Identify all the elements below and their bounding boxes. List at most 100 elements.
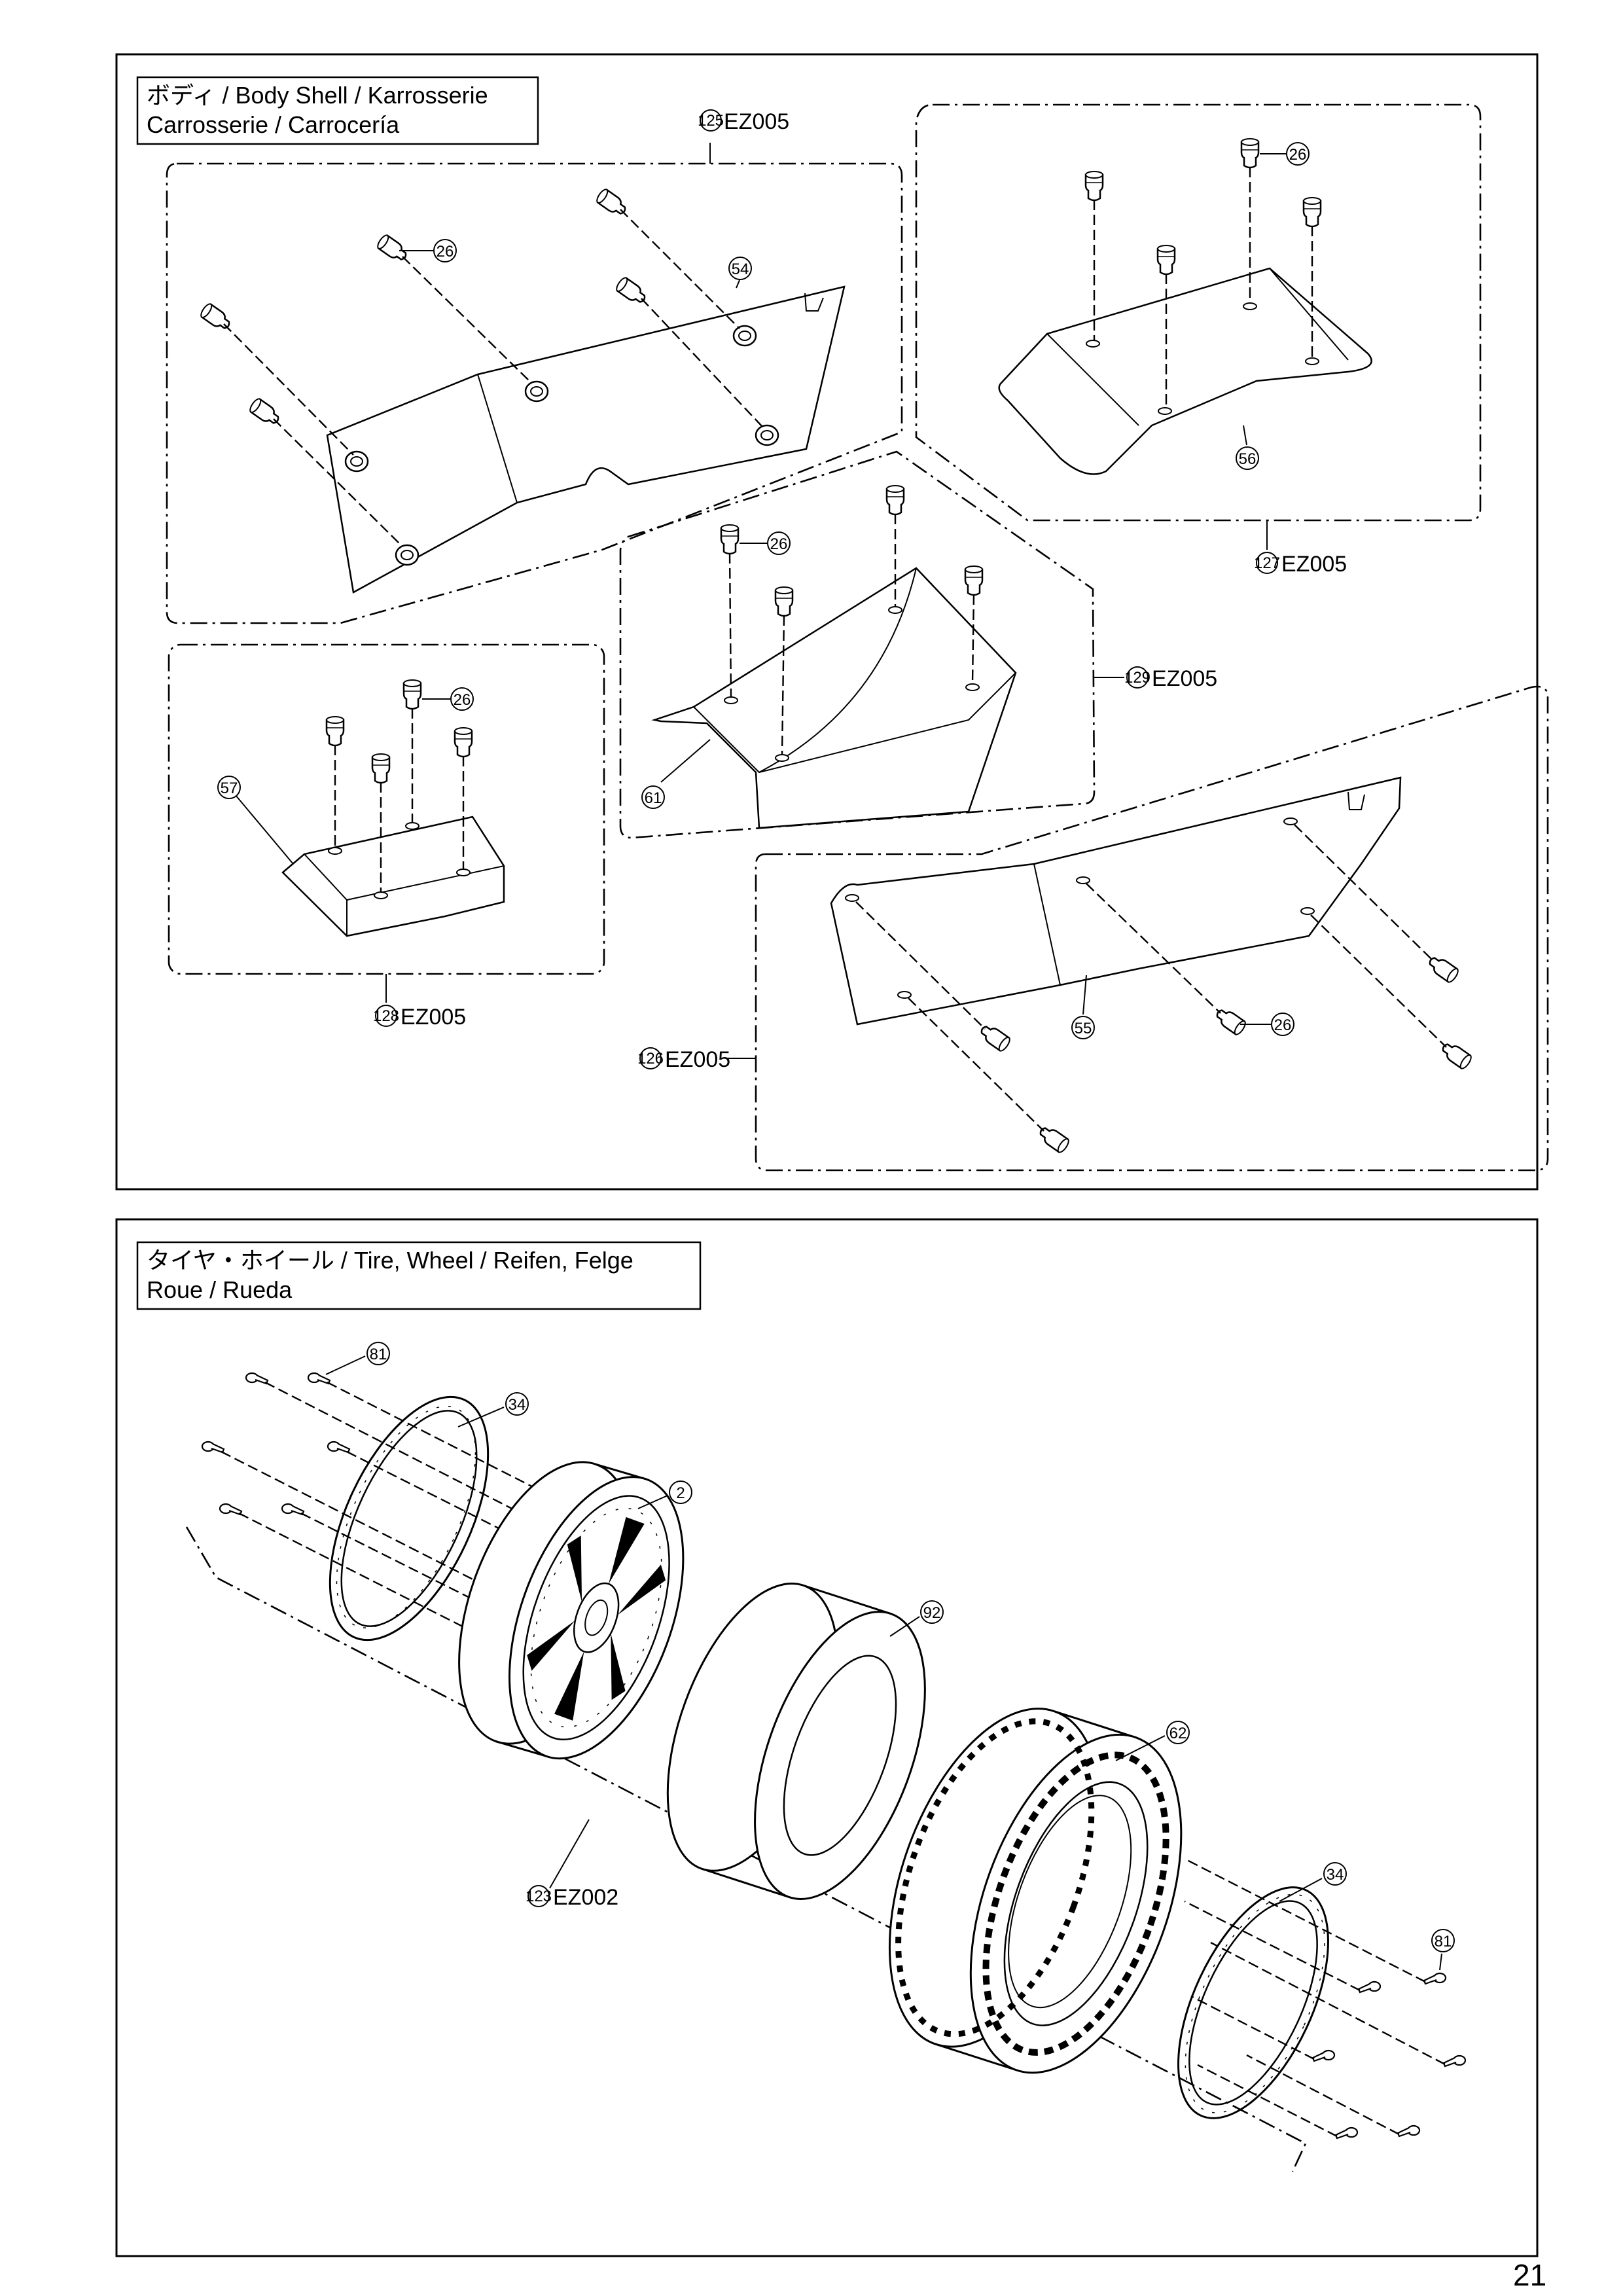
callout-57: 57 xyxy=(217,776,294,865)
callout-54: 54 xyxy=(728,257,752,289)
section-title-box xyxy=(136,1241,702,1310)
screw-icon xyxy=(1423,1972,1447,1985)
screw-icon xyxy=(245,1372,269,1385)
callout-55: 55 xyxy=(1071,975,1095,1039)
body-clip-icon xyxy=(454,726,473,758)
svg-text:26: 26 xyxy=(437,243,454,260)
svg-text:125: 125 xyxy=(698,112,724,130)
section-frame xyxy=(115,53,1539,1191)
svg-text:129: 129 xyxy=(1124,669,1150,687)
callout-92: 92 xyxy=(889,1600,944,1637)
callout-61: 61 xyxy=(641,739,711,809)
beadlock-ring-icon xyxy=(329,1395,490,1641)
screw-icon xyxy=(1357,1981,1382,1994)
section-title-line2: Carrosserie / Carrocería xyxy=(147,111,400,138)
body-clip-icon xyxy=(614,275,649,308)
beadlock-ring-icon xyxy=(1177,1886,1329,2119)
rim-icon xyxy=(458,1461,685,1760)
body-clip-icon xyxy=(402,679,422,710)
callout-34-a: 34 xyxy=(457,1392,529,1427)
svg-text:127: 127 xyxy=(1254,554,1280,572)
callout-56: 56 xyxy=(1236,425,1259,470)
section-title-line2: Roue / Rueda xyxy=(147,1276,293,1303)
svg-text:34: 34 xyxy=(508,1396,526,1414)
body-clip-icon xyxy=(977,1021,1012,1054)
svg-text:34: 34 xyxy=(1327,1866,1344,1884)
body-panel-57 xyxy=(281,816,505,937)
svg-text:81: 81 xyxy=(370,1346,387,1363)
callout-26-c: 26 xyxy=(740,531,791,555)
screw-icon xyxy=(281,1503,305,1516)
svg-text:128: 128 xyxy=(373,1007,399,1025)
body-clip-icon xyxy=(964,565,984,596)
svg-text:26: 26 xyxy=(1289,146,1307,164)
page-number: 21 xyxy=(1513,2258,1546,2292)
body-clip-icon xyxy=(720,524,740,555)
svg-text:62: 62 xyxy=(1169,1725,1187,1742)
svg-text:81: 81 xyxy=(1435,1933,1452,1950)
svg-text:EZ005: EZ005 xyxy=(724,109,789,134)
callout-62: 62 xyxy=(1115,1721,1190,1761)
svg-text:26: 26 xyxy=(454,691,471,709)
svg-text:123: 123 xyxy=(526,1888,552,1905)
svg-text:26: 26 xyxy=(770,535,788,553)
svg-text:EZ005: EZ005 xyxy=(665,1047,730,1072)
body-clip-icon xyxy=(1084,170,1104,202)
tire-icon xyxy=(888,1708,1183,2074)
section-title-box xyxy=(136,76,539,145)
body-clip-icon xyxy=(325,715,345,747)
kit-label-123: 123 EZ002 xyxy=(526,1885,618,1910)
svg-text:2: 2 xyxy=(676,1484,685,1502)
svg-text:61: 61 xyxy=(645,789,662,807)
svg-text:EZ002: EZ002 xyxy=(553,1885,618,1910)
body-clip-icon xyxy=(1240,137,1260,169)
section-frame xyxy=(115,1218,1539,2257)
kit-group-125-outline xyxy=(166,162,903,624)
svg-text:26: 26 xyxy=(1274,1016,1292,1034)
svg-text:EZ005: EZ005 xyxy=(1152,666,1217,691)
screw-icon xyxy=(1442,2054,1467,2068)
kit-label-127: 127 EZ005 xyxy=(1254,552,1347,577)
screw-icon xyxy=(1311,2049,1336,2062)
tire-wheel-section: タイヤ・ホイール / Tire, Wheel / Reifen, Felge R… xyxy=(115,1218,1539,2257)
svg-text:EZ005: EZ005 xyxy=(401,1005,466,1030)
svg-text:92: 92 xyxy=(923,1604,941,1622)
body-clip-icon xyxy=(885,484,905,516)
body-clip-icon xyxy=(774,586,794,617)
kit-group-129-outline xyxy=(619,450,1096,839)
callout-26-d: 26 xyxy=(422,687,474,711)
screw-icon xyxy=(219,1503,243,1516)
body-panel-54 xyxy=(326,285,846,594)
svg-text:55: 55 xyxy=(1075,1020,1092,1037)
kit-group-127-outline xyxy=(915,103,1482,522)
body-clip-icon xyxy=(1156,244,1176,276)
callout-81-b: 81 xyxy=(1431,1929,1455,1971)
svg-text:54: 54 xyxy=(732,260,749,278)
callout-26-a: 26 xyxy=(399,239,457,262)
body-clip-icon xyxy=(371,753,391,784)
kit-label-129: 129 EZ005 xyxy=(1124,666,1217,691)
svg-text:56: 56 xyxy=(1239,450,1257,468)
body-shell-section: ボディ / Body Shell / Karrosserie Carrosser… xyxy=(115,53,1549,1191)
callout-34-b: 34 xyxy=(1279,1862,1347,1902)
section-title-line1: ボディ / Body Shell / Karrosserie xyxy=(147,82,488,109)
body-panel-55 xyxy=(830,776,1402,1026)
svg-text:126: 126 xyxy=(637,1050,664,1067)
kit-label-128: 128 EZ005 xyxy=(373,1005,466,1030)
insert-icon xyxy=(666,1582,926,1900)
callout-81-a: 81 xyxy=(325,1342,390,1375)
screw-icon xyxy=(1334,2126,1359,2140)
callout-26-b: 26 xyxy=(1260,142,1310,166)
kit-label-125: 125 EZ005 xyxy=(698,109,789,134)
screw-icon xyxy=(327,1441,351,1454)
kit-group-128-outline xyxy=(168,643,605,975)
svg-text:57: 57 xyxy=(221,780,238,797)
svg-text:EZ005: EZ005 xyxy=(1281,552,1347,577)
body-panel-61 xyxy=(651,567,1017,829)
body-clip-icon xyxy=(1302,196,1322,228)
callout-26-e: 26 xyxy=(1240,1013,1294,1036)
callout-2: 2 xyxy=(637,1480,692,1509)
section-title-line1: タイヤ・ホイール / Tire, Wheel / Reifen, Felge xyxy=(147,1247,633,1274)
body-panel-56 xyxy=(998,267,1372,475)
